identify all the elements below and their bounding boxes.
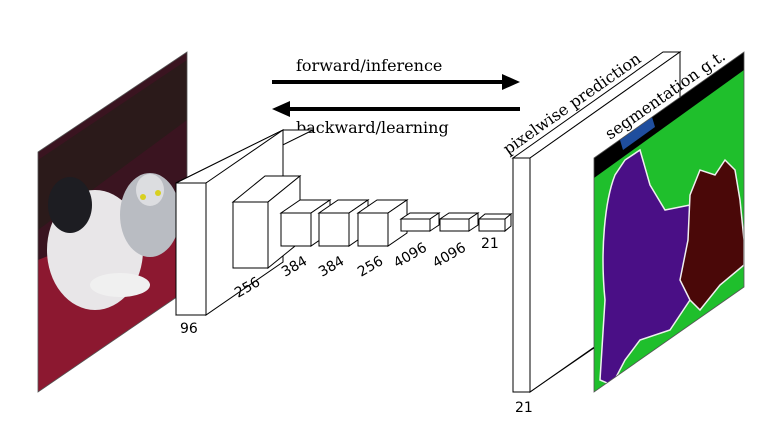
layer-score-box	[477, 212, 513, 233]
input-photo	[38, 52, 187, 392]
backward-label: backward/learning	[296, 118, 449, 137]
label-conv4: 384	[316, 253, 347, 280]
label-conv5: 256	[355, 253, 386, 280]
label-fc7: 4096	[430, 240, 469, 272]
forward-label: forward/inference	[296, 56, 442, 75]
label-prediction-depth: 21	[515, 400, 533, 416]
label-conv3: 384	[279, 253, 310, 280]
layer-conv1-box	[175, 129, 314, 316]
layer-fc7-box	[438, 212, 480, 232]
forward-arrow	[272, 74, 520, 90]
label-fc6: 4096	[391, 240, 430, 272]
layer-fc6-box	[399, 212, 441, 232]
prediction-connector-bottom	[529, 347, 595, 393]
label-score: 21	[481, 236, 499, 252]
layer-conv5-box	[356, 199, 409, 247]
backward-arrow	[272, 101, 520, 117]
label-conv1: 96	[180, 321, 198, 337]
segmentation-frame	[593, 51, 745, 393]
